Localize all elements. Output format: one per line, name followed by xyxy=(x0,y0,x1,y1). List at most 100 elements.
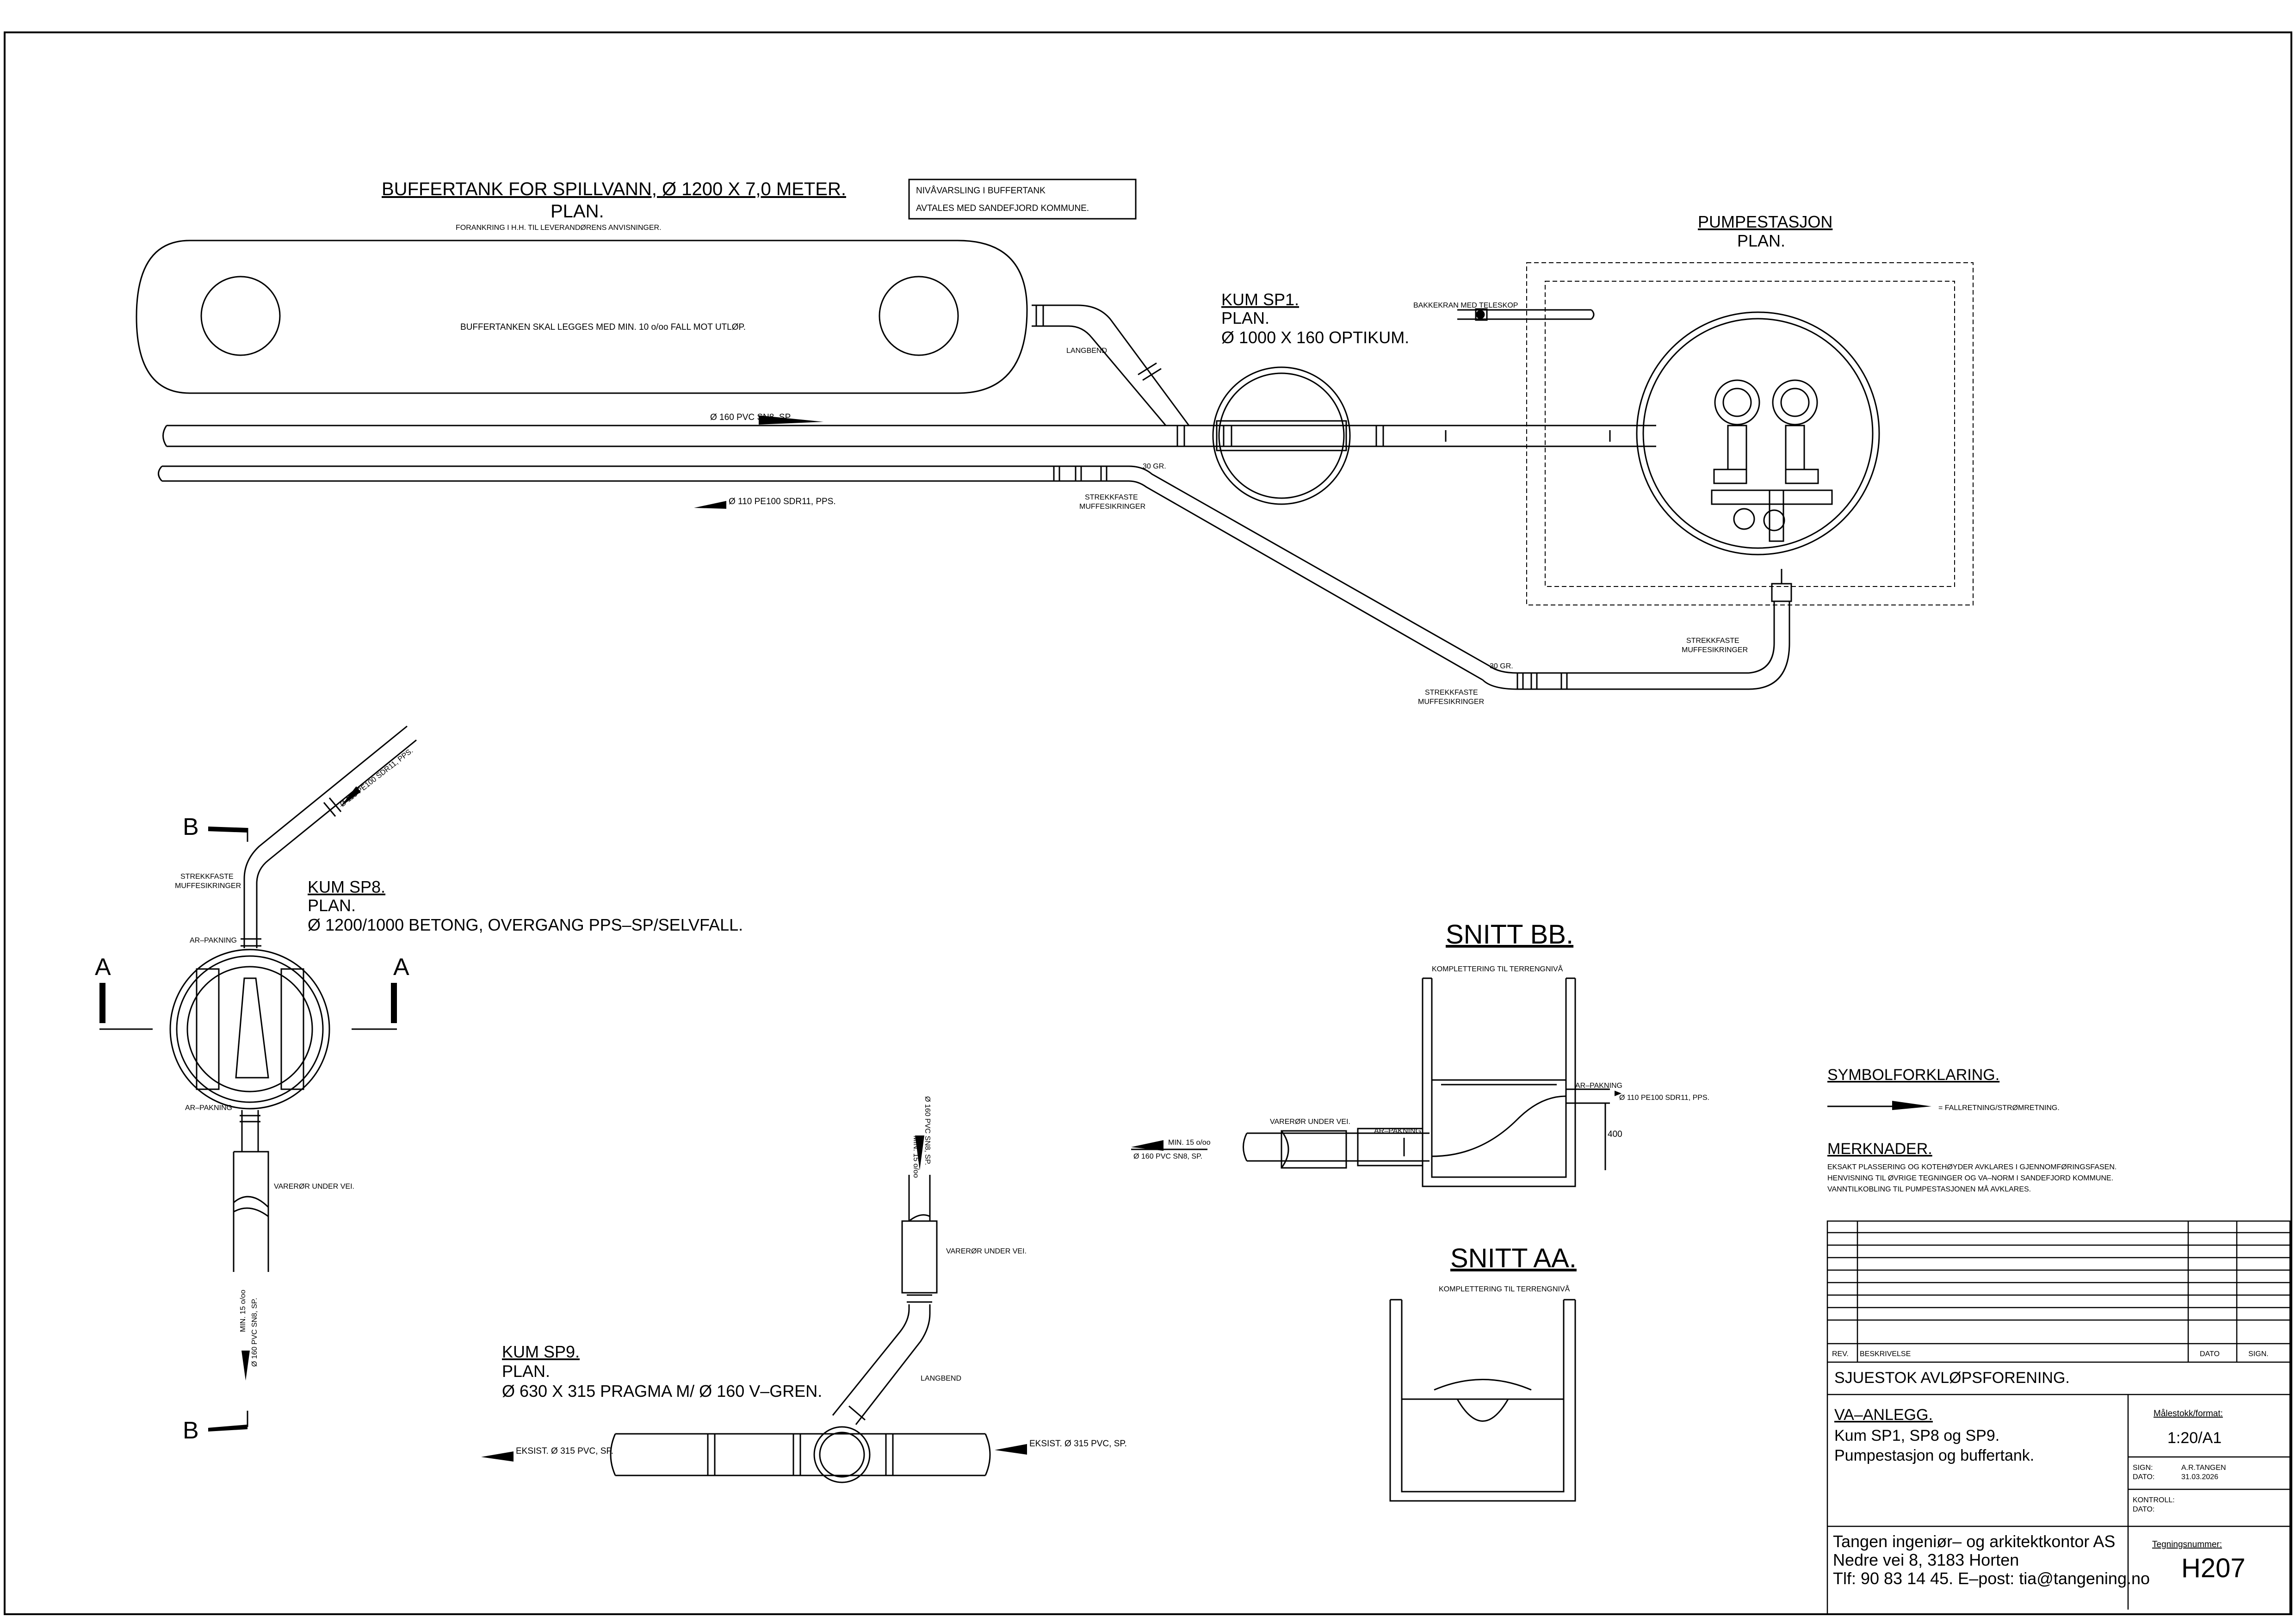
strekkfaste-2b: MUFFESIKRINGER xyxy=(1418,698,1484,706)
varerrør-sp8-label: VARERØR UNDER VEI. xyxy=(274,1183,354,1191)
kum-sp8-ring-outer xyxy=(169,949,330,1110)
snitt-bb-min15: MIN. 15 o/oo xyxy=(1168,1139,1211,1147)
tb-desc2: Pumpestasjon og buffertank. xyxy=(1834,1447,2034,1464)
tb-drawing-label: Tegningsnummer: xyxy=(2152,1540,2222,1549)
merknader-title: MERKNADER. xyxy=(1827,1140,1932,1158)
pipe-160-sp8: Ø 160 PVC SN8, SP. xyxy=(251,1298,259,1367)
flow-arrow-160 xyxy=(759,415,823,425)
tank-manhole-left xyxy=(200,276,281,356)
snitt-bb-pipe160: Ø 160 PVC SN8, SP. xyxy=(1133,1153,1202,1160)
symbol-fall: = FALLRETNING/STRØMRETNING. xyxy=(1938,1104,2060,1112)
snitt-bb-komplettering: KOMPLETTERING TIL TERRENGNIVÅ xyxy=(1432,964,1563,973)
strekkfaste-2a: STREKKFASTE xyxy=(1425,689,1478,697)
eksist-315-right: EKSIST. Ø 315 PVC, SP. xyxy=(1029,1439,1127,1449)
tb-sign: SIGN. xyxy=(2248,1350,2269,1358)
nivaa-line1: NIVÅVARSLING I BUFFERTANK xyxy=(916,186,1046,196)
merknader-line1: EKSAKT PLASSERING OG KOTEHØYDER AVKLARES… xyxy=(1827,1163,2117,1171)
symbol-title: SYMBOLFORKLARING. xyxy=(1827,1066,1999,1084)
deg30-top: 30 GR. xyxy=(1143,463,1166,470)
strekkfaste-1b: MUFFESIKRINGER xyxy=(1079,503,1145,511)
tb-scale: 1:20/A1 xyxy=(2167,1429,2222,1447)
tb-scale-label: Målestokk/format: xyxy=(2154,1409,2223,1419)
ar-pakning-sp8-top: AR–PAKNING xyxy=(190,937,237,944)
kum-sp9-plan: KUM SP9. PLAN. Ø 630 X 315 PRAGMA M/ Ø 1… xyxy=(481,1096,1127,1483)
merknader: MERKNADER. EKSAKT PLASSERING OG KOTEHØYD… xyxy=(1827,1140,2117,1193)
buffertank-title: BUFFERTANK FOR SPILLVANN, Ø 1200 X 7,0 M… xyxy=(382,179,846,199)
pumpestasjon-plan: PUMPESTASJON PLAN. xyxy=(1526,212,1974,605)
snitt-bb: SNITT BB. KOMPLETTERING TIL TERRENGNIVÅ … xyxy=(1131,919,1709,1187)
tb-rev: REV. xyxy=(1832,1350,1849,1358)
tb-beskrivelse: BESKRIVELSE xyxy=(1860,1350,1911,1358)
kum-sp8-plan: KUM SP8. PLAN. Ø 1200/1000 BETONG, OVERG… xyxy=(95,725,743,1444)
tb-kontroll-dato: DATO: xyxy=(2133,1506,2154,1513)
pipe-110-pe: Ø 110 PE100 SDR11, PPS. 30 GR. 30 GR. ST… xyxy=(158,463,1792,706)
min15-sp8: MIN. 15 o/oo xyxy=(239,1290,247,1332)
langbend-sp9-label: LANGBEND xyxy=(921,1375,961,1382)
tb-sign-label: SIGN: xyxy=(2133,1464,2153,1472)
buffertank-plan-label: PLAN. xyxy=(551,201,604,222)
tb-drawing-no: H207 xyxy=(2181,1553,2246,1583)
tb-company: Tangen ingeniør– og arkitektkontor AS xyxy=(1833,1532,2115,1551)
section-a-left: A xyxy=(95,954,111,981)
pumpestasjon-plan-label: PLAN. xyxy=(1737,231,1785,250)
fall-arrow-icon xyxy=(1892,1101,1931,1110)
tb-address: Nedre vei 8, 3183 Horten xyxy=(1833,1550,2019,1569)
title-block: REV. BESKRIVELSE DATO SIGN. SJUESTOK AVL… xyxy=(1826,1220,2291,1615)
bakkekran-label: BAKKEKRAN MED TELESKOP xyxy=(1413,302,1518,309)
pump-outer-frame xyxy=(1526,262,1974,605)
snitt-aa-title: SNITT AA. xyxy=(1450,1243,1577,1273)
kum-sp8-channel xyxy=(235,977,269,1079)
snitt-aa: SNITT AA. KOMPLETTERING TIL TERRENGNIVÅ xyxy=(1389,1243,1577,1502)
kum-sp8-ring-mid xyxy=(176,955,324,1103)
snitt-bb-varerrør: VARERØR UNDER VEI. xyxy=(1270,1118,1350,1126)
snitt-aa-komplettering: KOMPLETTERING TIL TERRENGNIVÅ xyxy=(1439,1284,1570,1293)
bakkekran: BAKKEKRAN MED TELESKOP xyxy=(1413,302,1595,321)
merknader-line3: VANNTILKOBLING TIL PUMPESTASJONEN MÅ AVK… xyxy=(1827,1185,2031,1193)
buffertank-anchor-note: FORANKRING I H.H. TIL LEVERANDØRENS ANVI… xyxy=(456,224,662,232)
buffertank-fall-note: BUFFERTANKEN SKAL LEGGES MED MIN. 10 o/o… xyxy=(460,322,746,332)
pipe-160-pvc: Ø 160 PVC SN8, SP. xyxy=(162,413,1656,447)
tb-subject: VA–ANLEGG. xyxy=(1834,1406,1933,1424)
kum-sp8-spec: Ø 1200/1000 BETONG, OVERGANG PPS–SP/SELV… xyxy=(308,915,743,934)
kum-sp1-ring-outer xyxy=(1212,366,1351,505)
tb-dato: DATO xyxy=(2200,1350,2220,1358)
pump-unit-left xyxy=(1713,379,1760,530)
tb-sign-val: A.R.TANGEN xyxy=(2181,1464,2226,1472)
snitt-bb-pipe110: Ø 110 PE100 SDR11, PPS. xyxy=(1619,1094,1709,1102)
snitt-bb-ar-pakning-left: AR–PAKNING xyxy=(1374,1127,1421,1135)
sheet-border xyxy=(4,31,2292,1615)
kum-sp1-plan: KUM SP1. PLAN. Ø 1000 X 160 OPTIKUM. xyxy=(1212,290,1409,505)
buffertank-plan: BUFFERTANK FOR SPILLVANN, Ø 1200 X 7,0 M… xyxy=(136,179,1028,394)
pump-inner-frame xyxy=(1545,281,1955,587)
tb-dato-val: 31.03.2026 xyxy=(2181,1473,2218,1481)
snitt-bb-title: SNITT BB. xyxy=(1446,919,1573,950)
kum-sp1-ring-inner xyxy=(1218,372,1345,499)
tb-kontroll-label: KONTROLL: xyxy=(2133,1496,2175,1504)
tb-desc1: Kum SP1, SP8 og SP9. xyxy=(1834,1427,1999,1444)
kum-sp8-plan-label: PLAN. xyxy=(308,896,356,915)
kum-sp1-plan-label: PLAN. xyxy=(1221,309,1269,327)
kum-sp8-title: KUM SP8. xyxy=(308,877,385,896)
merknader-line2: HENVISNING TIL ØVRIGE TEGNINGER OG VA–NO… xyxy=(1827,1174,2113,1182)
snitt-bb-ar-pakning-right: AR–PAKNING xyxy=(1575,1082,1622,1090)
section-b-bottom: B xyxy=(183,1417,199,1444)
symbol-legend: SYMBOLFORKLARING. = FALLRETNING/STRØMRET… xyxy=(1827,1066,2060,1112)
varerrør-sp9-label: VARERØR UNDER VEI. xyxy=(946,1247,1027,1255)
pipe-110-label: Ø 110 PE100 SDR11, PPS. xyxy=(729,497,836,506)
pumpestasjon-title: PUMPESTASJON xyxy=(1698,212,1832,231)
pump-unit-right xyxy=(1763,379,1819,531)
pump-well-inner xyxy=(1642,318,1874,549)
nivaa-note-box: NIVÅVARSLING I BUFFERTANK AVTALES MED SA… xyxy=(908,179,1137,220)
tank-manhole-right xyxy=(879,276,959,356)
flow-arrow-110 xyxy=(694,501,726,509)
deg30-bottom: 30 GR. xyxy=(1490,662,1513,670)
section-b-top: B xyxy=(183,814,199,840)
strekkfaste-1a: STREKKFASTE xyxy=(1085,494,1138,501)
strekkfaste-sp8a: STREKKFASTE xyxy=(180,873,234,881)
eksist-315-left: EKSIST. Ø 315 PVC, SP. xyxy=(516,1446,613,1456)
pump-well-outer xyxy=(1636,311,1880,555)
section-a-right: A xyxy=(393,954,409,981)
kum-sp9-title: KUM SP9. xyxy=(502,1342,580,1361)
langbend-label: LANGBEND xyxy=(1066,347,1107,355)
kum-sp1-title: KUM SP1. xyxy=(1221,290,1299,309)
